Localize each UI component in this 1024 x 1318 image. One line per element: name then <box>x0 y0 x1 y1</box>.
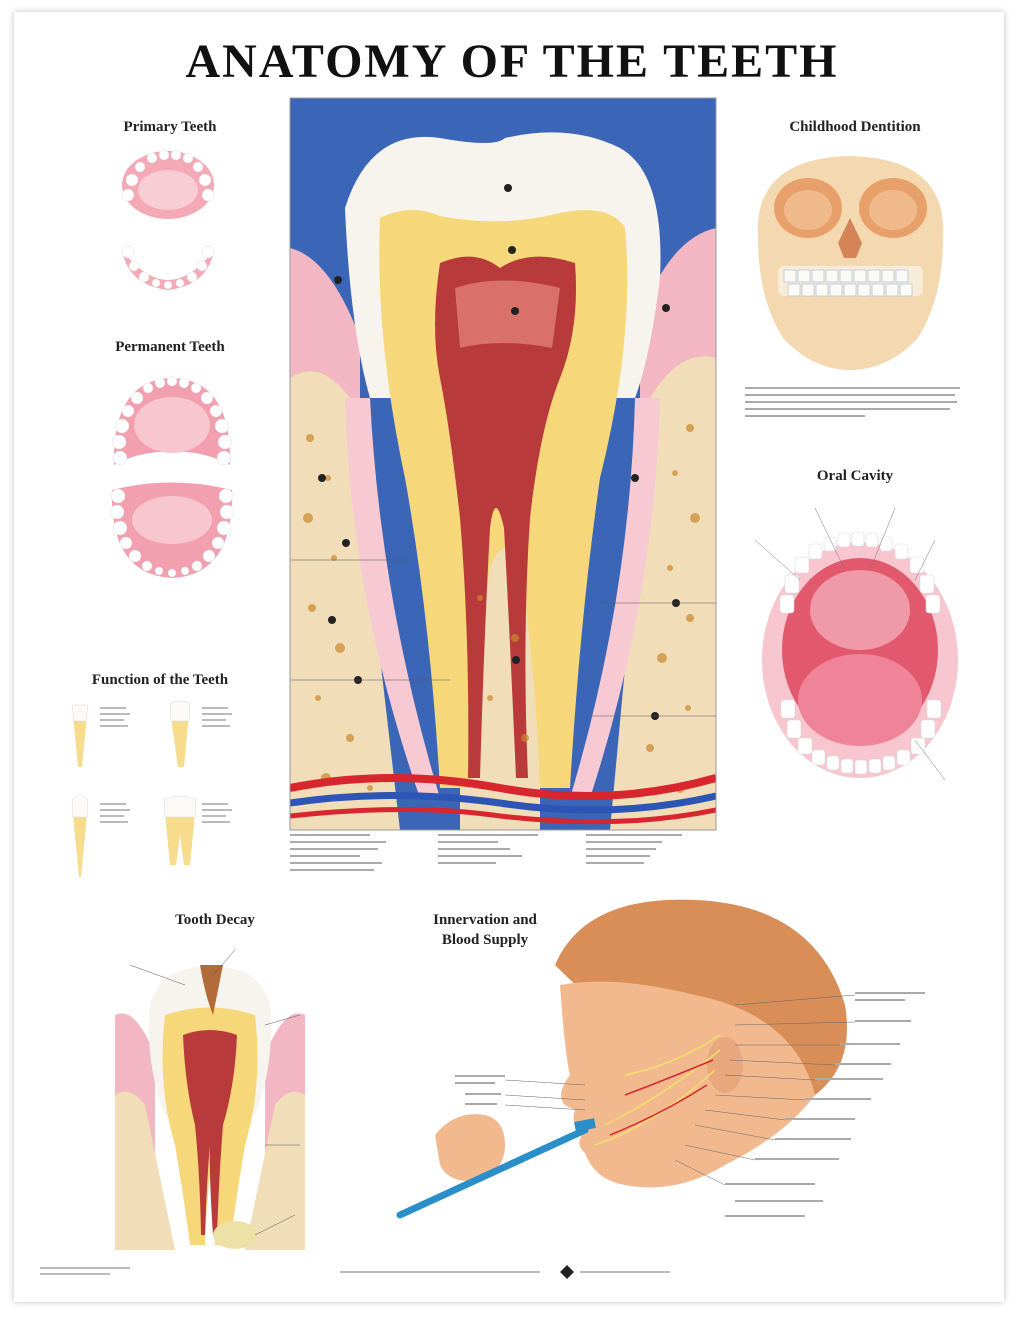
childhood-dentition-title: Childhood Dentition <box>789 119 921 135</box>
tooth-decay-title: Tooth Decay <box>175 912 255 928</box>
permanent-teeth-title: Permanent Teeth <box>115 339 225 355</box>
oral-cavity-diagram <box>754 507 958 781</box>
tooth-decay-diagram <box>115 949 305 1250</box>
innervation-head-diagram <box>396 899 925 1219</box>
main-tooth-cross-section <box>289 97 717 831</box>
publisher-logo-icon <box>560 1265 574 1279</box>
footer-credits <box>40 1265 670 1279</box>
function-of-teeth-diagram <box>71 700 232 877</box>
childhood-dentition-caption <box>745 387 960 417</box>
oral-cavity-title: Oral Cavity <box>816 468 894 484</box>
poster-title: ANATOMY OF THE TEETH <box>185 35 839 88</box>
permanent-teeth-diagram <box>109 375 235 578</box>
primary-teeth-diagram <box>121 149 215 290</box>
primary-teeth-title: Primary Teeth <box>123 119 217 135</box>
function-of-teeth-title: Function of the Teeth <box>91 672 229 688</box>
innervation-title-line1: Innervation and <box>433 912 537 928</box>
childhood-dentition-skull <box>757 156 944 370</box>
main-tooth-legend <box>290 834 682 871</box>
innervation-title-line2: Blood Supply <box>441 932 529 948</box>
